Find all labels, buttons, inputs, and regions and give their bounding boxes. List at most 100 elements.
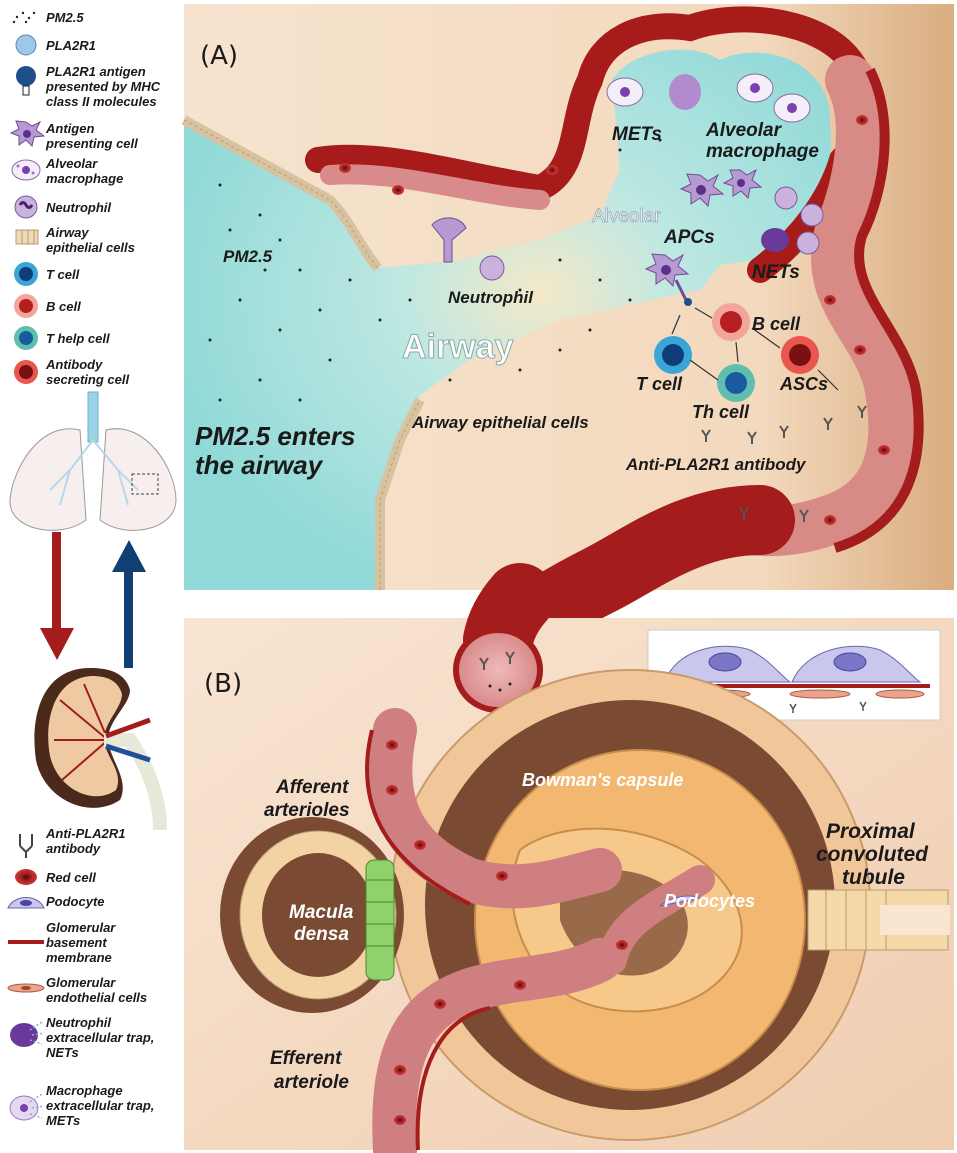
legend-label-macrophage-1: Alveolar: [45, 156, 98, 171]
legend-label-apc-2: presenting cell: [45, 136, 138, 151]
panel-b: (B) Afferent arterioles Bowman's capsule…: [184, 563, 954, 1153]
lymphocyte-cells: [654, 303, 839, 402]
legend-label-gbm-1: Glomerular: [46, 920, 116, 935]
label-macula-2: densa: [294, 924, 349, 945]
legend-label-red-cell: Red cell: [46, 870, 96, 885]
label-ascs: ASCs: [779, 374, 828, 394]
wall-neutrophil: [431, 217, 467, 263]
airway-neutrophil: [479, 255, 505, 281]
legend-label-mhc-2: presented by MHC: [45, 79, 161, 94]
legend-label-endothelial-2: endothelial cells: [46, 990, 147, 1005]
kidney-to-lung-arrow: [112, 540, 146, 668]
neutrophil-icon: [14, 195, 38, 219]
mets-icon: [9, 1093, 45, 1121]
label-neutrophil: Neutrophil: [448, 288, 534, 307]
podocyte-icon: [7, 897, 45, 909]
legend-label-mets-3: METs: [46, 1113, 80, 1128]
label-nets: NETs: [752, 262, 800, 283]
legend-label-antibody-2: antibody: [46, 841, 101, 856]
legend-label-asc-2: secreting cell: [46, 372, 129, 387]
label-proximal-3: tubule: [842, 866, 905, 889]
label-airway: Airway: [402, 328, 514, 366]
antibodies-panel-a: [701, 405, 867, 522]
endothelial-icon: [7, 983, 45, 993]
label-pm25-enters-2: the airway: [195, 450, 324, 480]
pm25-dots-icon: [12, 11, 36, 24]
legend-label-nets-3: NETs: [46, 1045, 79, 1060]
label-efferent-2: arteriole: [274, 1072, 349, 1093]
label-afferent-2: arterioles: [264, 800, 350, 821]
label-alveolar: Alveolar: [592, 206, 661, 227]
label-airway-epithelial: Airway epithelial cells: [411, 413, 589, 432]
pla2r1-circle-icon: [15, 34, 37, 56]
efferent-arteriole: [372, 938, 622, 1153]
t-help-cell-icon: [14, 326, 38, 350]
legend-label-podocyte: Podocyte: [46, 894, 105, 909]
proximal-tubule: [807, 889, 950, 951]
apc-icon: [9, 120, 46, 147]
legend-label-epithelial-2: epithelial cells: [46, 240, 135, 255]
legend-label-endothelial-1: Glomerular: [46, 975, 116, 990]
afferent-arteriole: [368, 708, 622, 909]
legend-label-b-cell: B cell: [46, 299, 81, 314]
macula-densa: [220, 817, 404, 1013]
epithelial-icon: [15, 229, 39, 245]
b-cell-icon: [14, 294, 38, 318]
legend-label-apc-1: Antigen: [45, 121, 94, 136]
label-anti-pla2r1: Anti-PLA2R1 antibody: [625, 455, 807, 474]
label-proximal-1: Proximal: [826, 820, 916, 843]
legend-label-macrophage-2: macrophage: [46, 171, 123, 186]
legend-label-mhc-1: PLA2R1 antigen: [46, 64, 146, 79]
label-alveolar-macrophage-1: Alveolar: [705, 120, 783, 141]
legend-label-pla2r1: PLA2R1: [46, 38, 96, 53]
panel-a-tag: (A): [200, 41, 238, 71]
label-mets: METs: [612, 124, 662, 145]
label-bowman: Bowman's capsule: [522, 770, 683, 790]
t-cell-icon: [14, 262, 38, 286]
legend: PM2.5 PLA2R1 PLA2R1 antigen presented by…: [7, 10, 177, 1128]
panel-b-tag: (B): [204, 669, 242, 699]
lungs-icon: [9, 391, 177, 531]
legend-label-nets-1: Neutrophil: [46, 1015, 111, 1030]
lung-to-kidney-arrow: [40, 532, 74, 660]
antibody-icon: [19, 834, 33, 858]
pm25-particles: [208, 138, 662, 402]
label-b-cell: B cell: [752, 314, 801, 334]
mhc-antigen-icon: [16, 66, 36, 96]
kidney-icon: [34, 668, 167, 831]
label-efferent-1: Efferent: [270, 1048, 342, 1069]
asc-icon: [14, 360, 38, 384]
legend-label-epithelial-1: Airway: [45, 225, 89, 240]
legend-label-t-help: T help cell: [46, 331, 110, 346]
label-apcs: APCs: [663, 227, 715, 248]
legend-label-antibody-1: Anti-PLA2R1: [45, 826, 125, 841]
red-cells-panel-b: [386, 740, 628, 1125]
legend-label-t-cell: T cell: [46, 267, 80, 282]
label-t-cell: T cell: [636, 374, 683, 394]
label-th-cell: Th cell: [692, 402, 750, 422]
legend-label-mets-1: Macrophage: [46, 1083, 123, 1098]
label-alveolar-macrophage-2: macrophage: [706, 141, 819, 162]
legend-label-neutrophil: Neutrophil: [46, 200, 111, 215]
inset-podocyte-box: [647, 629, 941, 721]
alveolar-cells: [606, 73, 824, 255]
legend-label-gbm-2: basement: [46, 935, 107, 950]
legend-label-pm25: PM2.5: [46, 10, 84, 25]
glomerular-capillary: [597, 865, 715, 975]
legend-label-gbm-3: membrane: [46, 950, 112, 965]
legend-label-mhc-3: class II molecules: [46, 94, 157, 109]
apc-cells: [644, 168, 763, 306]
red-cell-icon: [15, 869, 37, 885]
label-proximal-2: convoluted: [816, 843, 929, 866]
label-pm25: PM2.5: [223, 247, 273, 266]
macrophage-icon: [11, 159, 41, 181]
legend-label-asc-1: Antibody: [45, 357, 103, 372]
legend-label-mets-2: extracellular trap,: [46, 1098, 154, 1113]
label-podocytes: Podocytes: [664, 891, 755, 911]
panel-a: (A) PM2.5 Neutrophil Airway PM2.5 enters…: [181, 4, 954, 713]
red-cells-panel-a: [339, 115, 890, 525]
legend-label-nets-2: extracellular trap,: [46, 1030, 154, 1045]
label-macula-1: Macula: [289, 902, 354, 923]
label-afferent-1: Afferent: [275, 777, 349, 798]
